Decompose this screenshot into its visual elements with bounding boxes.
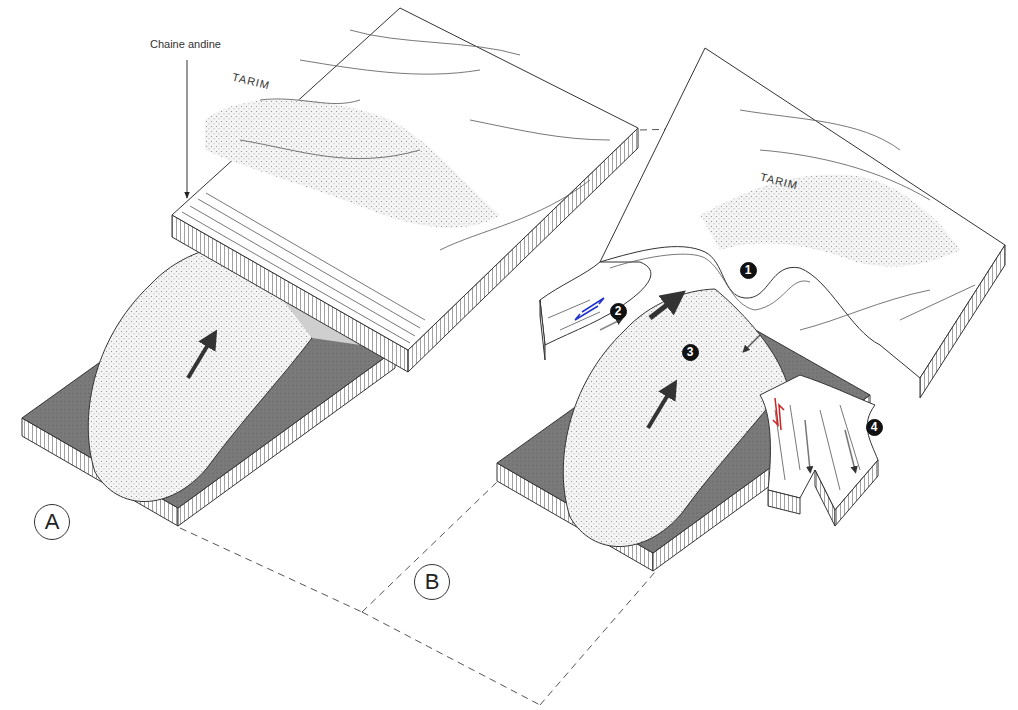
region-label: TARIM [231,71,271,92]
callout-text: 1 [745,264,752,276]
callout-number: 1 [740,262,757,279]
callout-number: 4 [866,419,883,436]
callout-text: B [425,571,440,593]
panel-letter: B [414,564,450,600]
callout-number: 2 [610,303,627,320]
callout-number: 3 [682,344,699,361]
block-b [497,48,1005,571]
callout-text: 2 [615,305,622,317]
panel-letter: A [34,504,70,540]
callout-text: A [45,511,60,533]
range-label: Chaine andine [150,38,221,50]
callout-text: 3 [687,346,694,358]
callout-text: 4 [871,421,878,433]
